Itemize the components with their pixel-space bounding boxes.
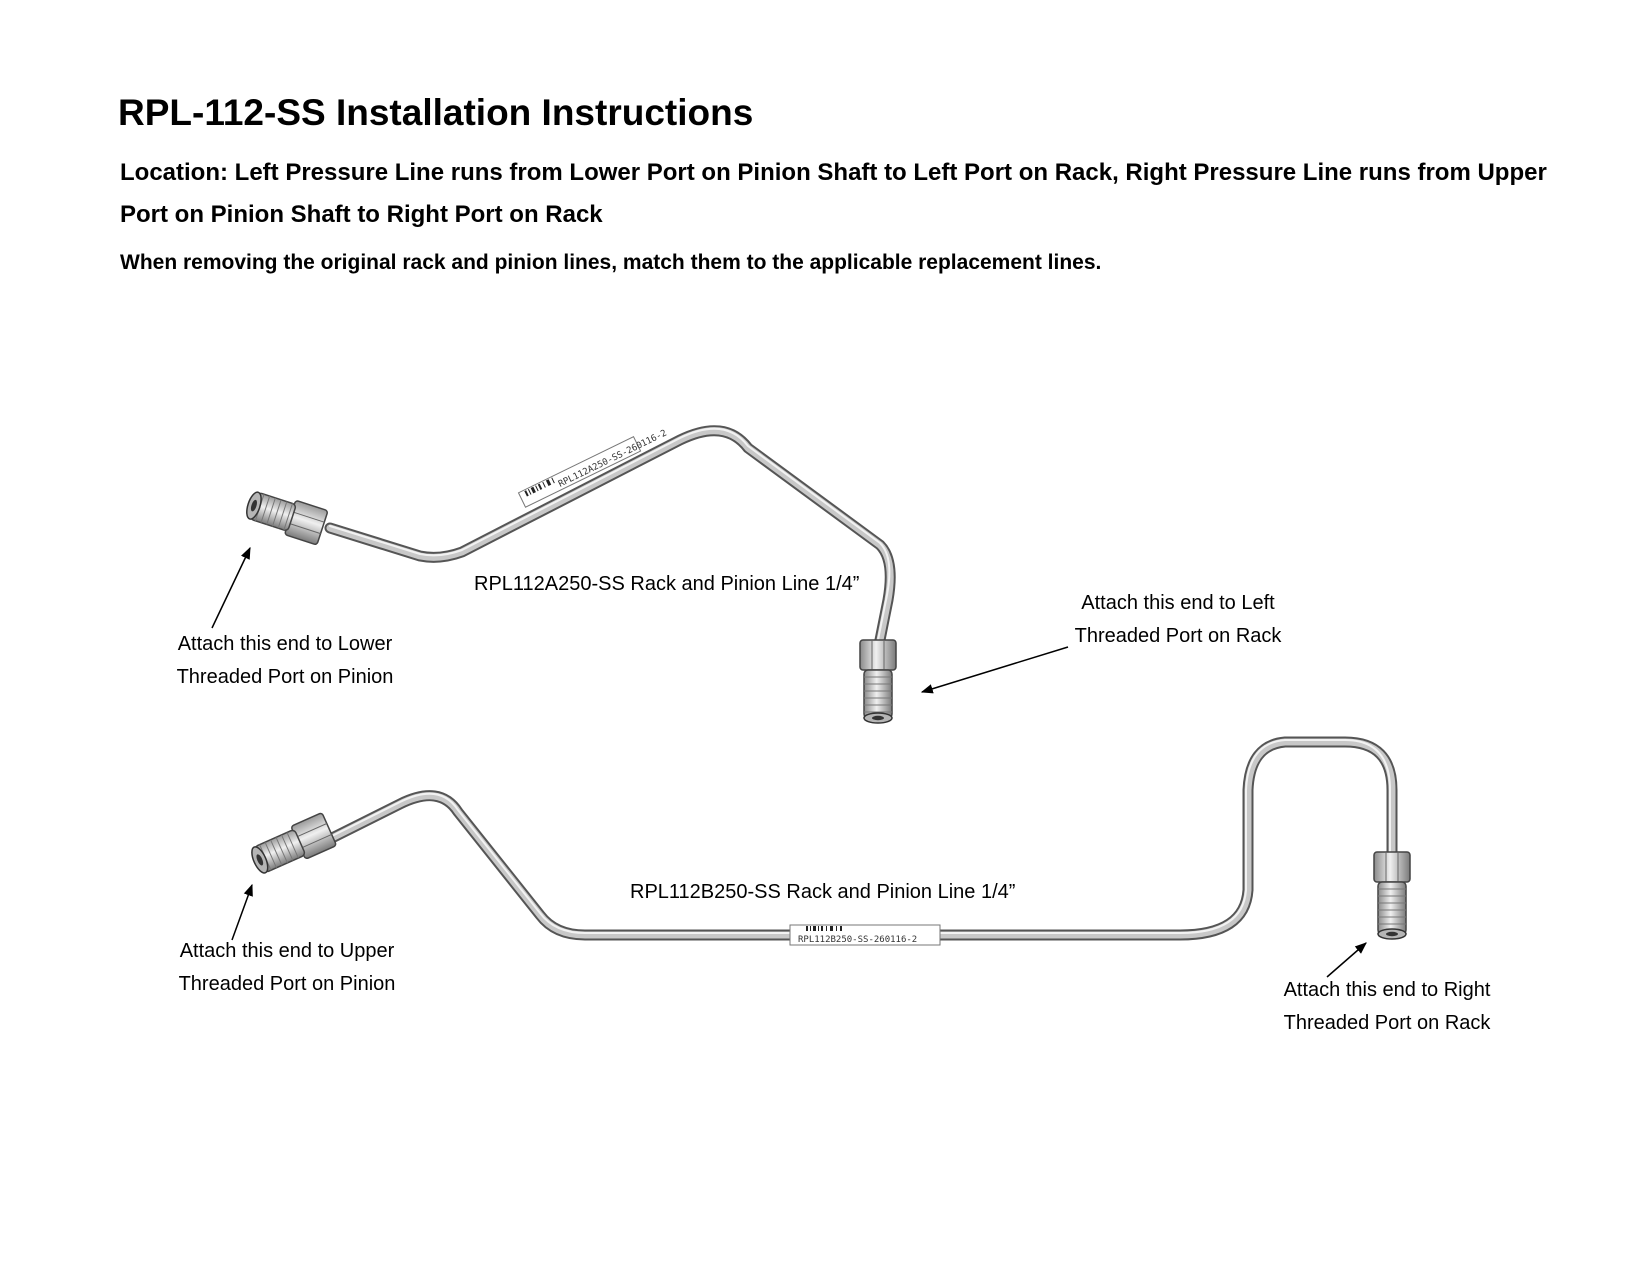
line-b-right-end-label: Attach this end to Right Threaded Port o…	[1262, 974, 1512, 1040]
line-a-right-arrow	[920, 646, 1069, 694]
line-a-part-tag: RPL112A250-SS-260116-2	[517, 428, 669, 508]
line-b-tube	[326, 736, 1398, 941]
line-a-left-end-line2: Threaded Port on Pinion	[176, 666, 394, 688]
removal-note: When removing the original rack and pini…	[120, 251, 1102, 274]
page-title: RPL-112-SS Installation Instructions	[118, 92, 754, 133]
line-a-right-end-line1: Attach this end to Left	[1081, 592, 1275, 614]
line-a-left-end-line1: Attach this end to Lower	[177, 633, 393, 655]
line-b-right-end-line2: Threaded Port on Rack	[1283, 1012, 1491, 1034]
line-a-name-label: RPL112A250-SS Rack and Pinion Line 1/4”	[474, 573, 860, 595]
line-a-tube	[324, 425, 896, 656]
line-a-left-end-label: Attach this end to Lower Threaded Port o…	[160, 628, 410, 694]
line-b-right-end-line1: Attach this end to Right	[1283, 979, 1491, 1001]
line-b-right-arrow	[1326, 942, 1367, 978]
line-b-left-end-label: Attach this end to Upper Threaded Port o…	[162, 935, 412, 1001]
line-b-left-fitting	[251, 812, 337, 874]
line-b-tag-text: RPL112B250-SS-260116-2	[798, 935, 917, 945]
line-b-name-label: RPL112B250-SS Rack and Pinion Line 1/4”	[630, 881, 1016, 903]
line-b-left-end-line1: Attach this end to Upper	[179, 940, 395, 962]
line-b-part-tag: RPL112B250-SS-260116-2	[789, 924, 941, 946]
line-a-right-fitting	[859, 639, 897, 724]
line-b-left-end-line2: Threaded Port on Pinion	[178, 973, 396, 995]
location-description: Location: Left Pressure Line runs from L…	[120, 159, 1547, 228]
line-a-left-arrow	[211, 546, 251, 629]
line-a-left-fitting	[246, 491, 328, 545]
line-b-left-arrow	[231, 883, 253, 941]
line-a-right-end-line2: Threaded Port on Rack	[1074, 625, 1282, 647]
line-b-right-fitting	[1373, 851, 1411, 940]
line-a-right-end-label: Attach this end to Left Threaded Port on…	[1058, 587, 1298, 653]
